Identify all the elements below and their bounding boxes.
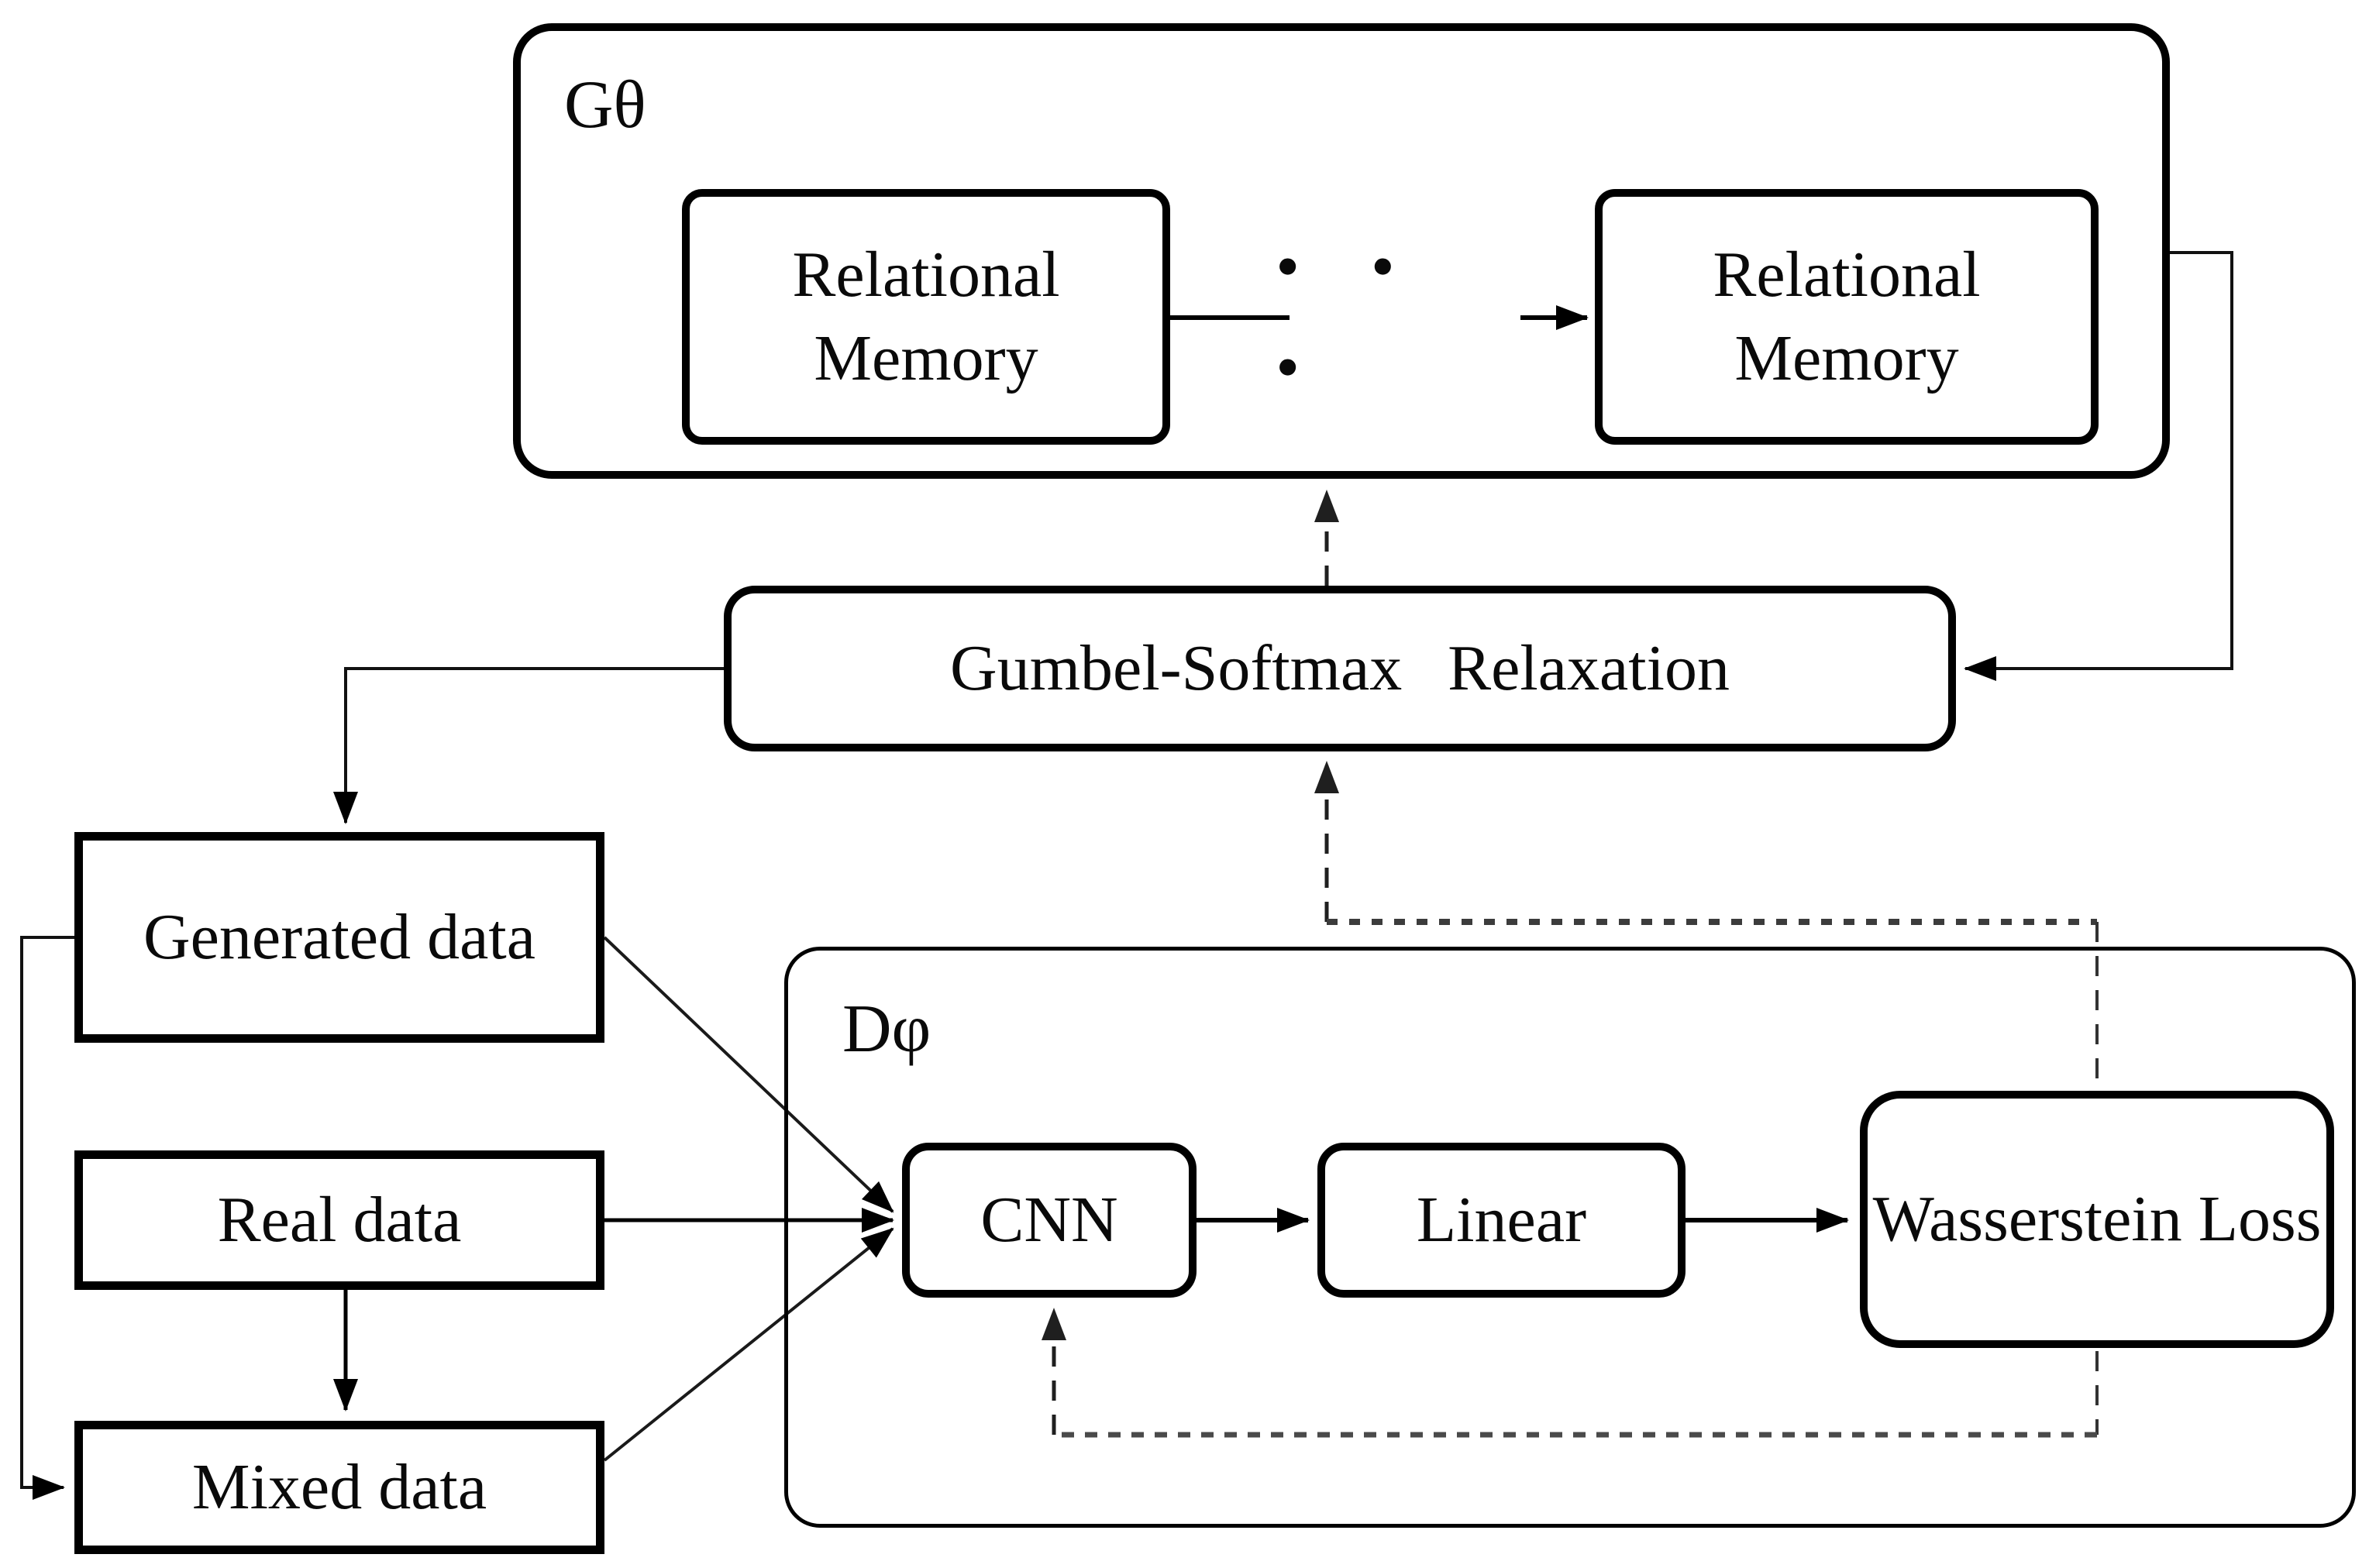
cnn: CNN (902, 1143, 1197, 1298)
relational-memory-2: Relational Memory (1595, 189, 2099, 445)
ellipsis-dots: · · · (1271, 211, 1418, 423)
wasserstein-loss-label: Wasserstein Loss (1872, 1183, 2322, 1256)
discriminator-label: Dφ (842, 992, 931, 1067)
relational-memory-2-label: Relational Memory (1713, 239, 1981, 394)
mixed-data: Mixed data (74, 1421, 604, 1554)
generator-label: Gθ (564, 67, 646, 143)
mixed-data-label: Mixed data (191, 1451, 487, 1524)
linear-label: Linear (1416, 1184, 1587, 1257)
gumbel-softmax-relaxation-label: Gumbel-Softmax Relaxation (950, 632, 1730, 705)
generator-panel (513, 23, 2170, 479)
wasserstein-loss: Wasserstein Loss (1860, 1091, 2334, 1348)
edge-generated-to-mixed (20, 936, 74, 1500)
relational-memory-1-label: Relational Memory (792, 239, 1060, 394)
discriminator-panel (784, 947, 2356, 1528)
edge-generator-to-gumbel (1964, 251, 2233, 681)
gumbel-softmax-relaxation: Gumbel-Softmax Relaxation (724, 586, 1956, 751)
edge-generated-to-cnn (603, 936, 894, 1213)
linear: Linear (1317, 1143, 1686, 1298)
real-data: Real data (74, 1150, 604, 1290)
edge-mixed-to-cnn (603, 1227, 894, 1462)
relational-memory-1: Relational Memory (682, 189, 1170, 445)
real-data-label: Real data (217, 1184, 462, 1257)
edge-gumbel-to-generated (333, 667, 724, 824)
generated-data: Generated data (74, 832, 604, 1043)
cnn-label: CNN (980, 1184, 1118, 1257)
generated-data-label: Generated data (143, 901, 535, 974)
